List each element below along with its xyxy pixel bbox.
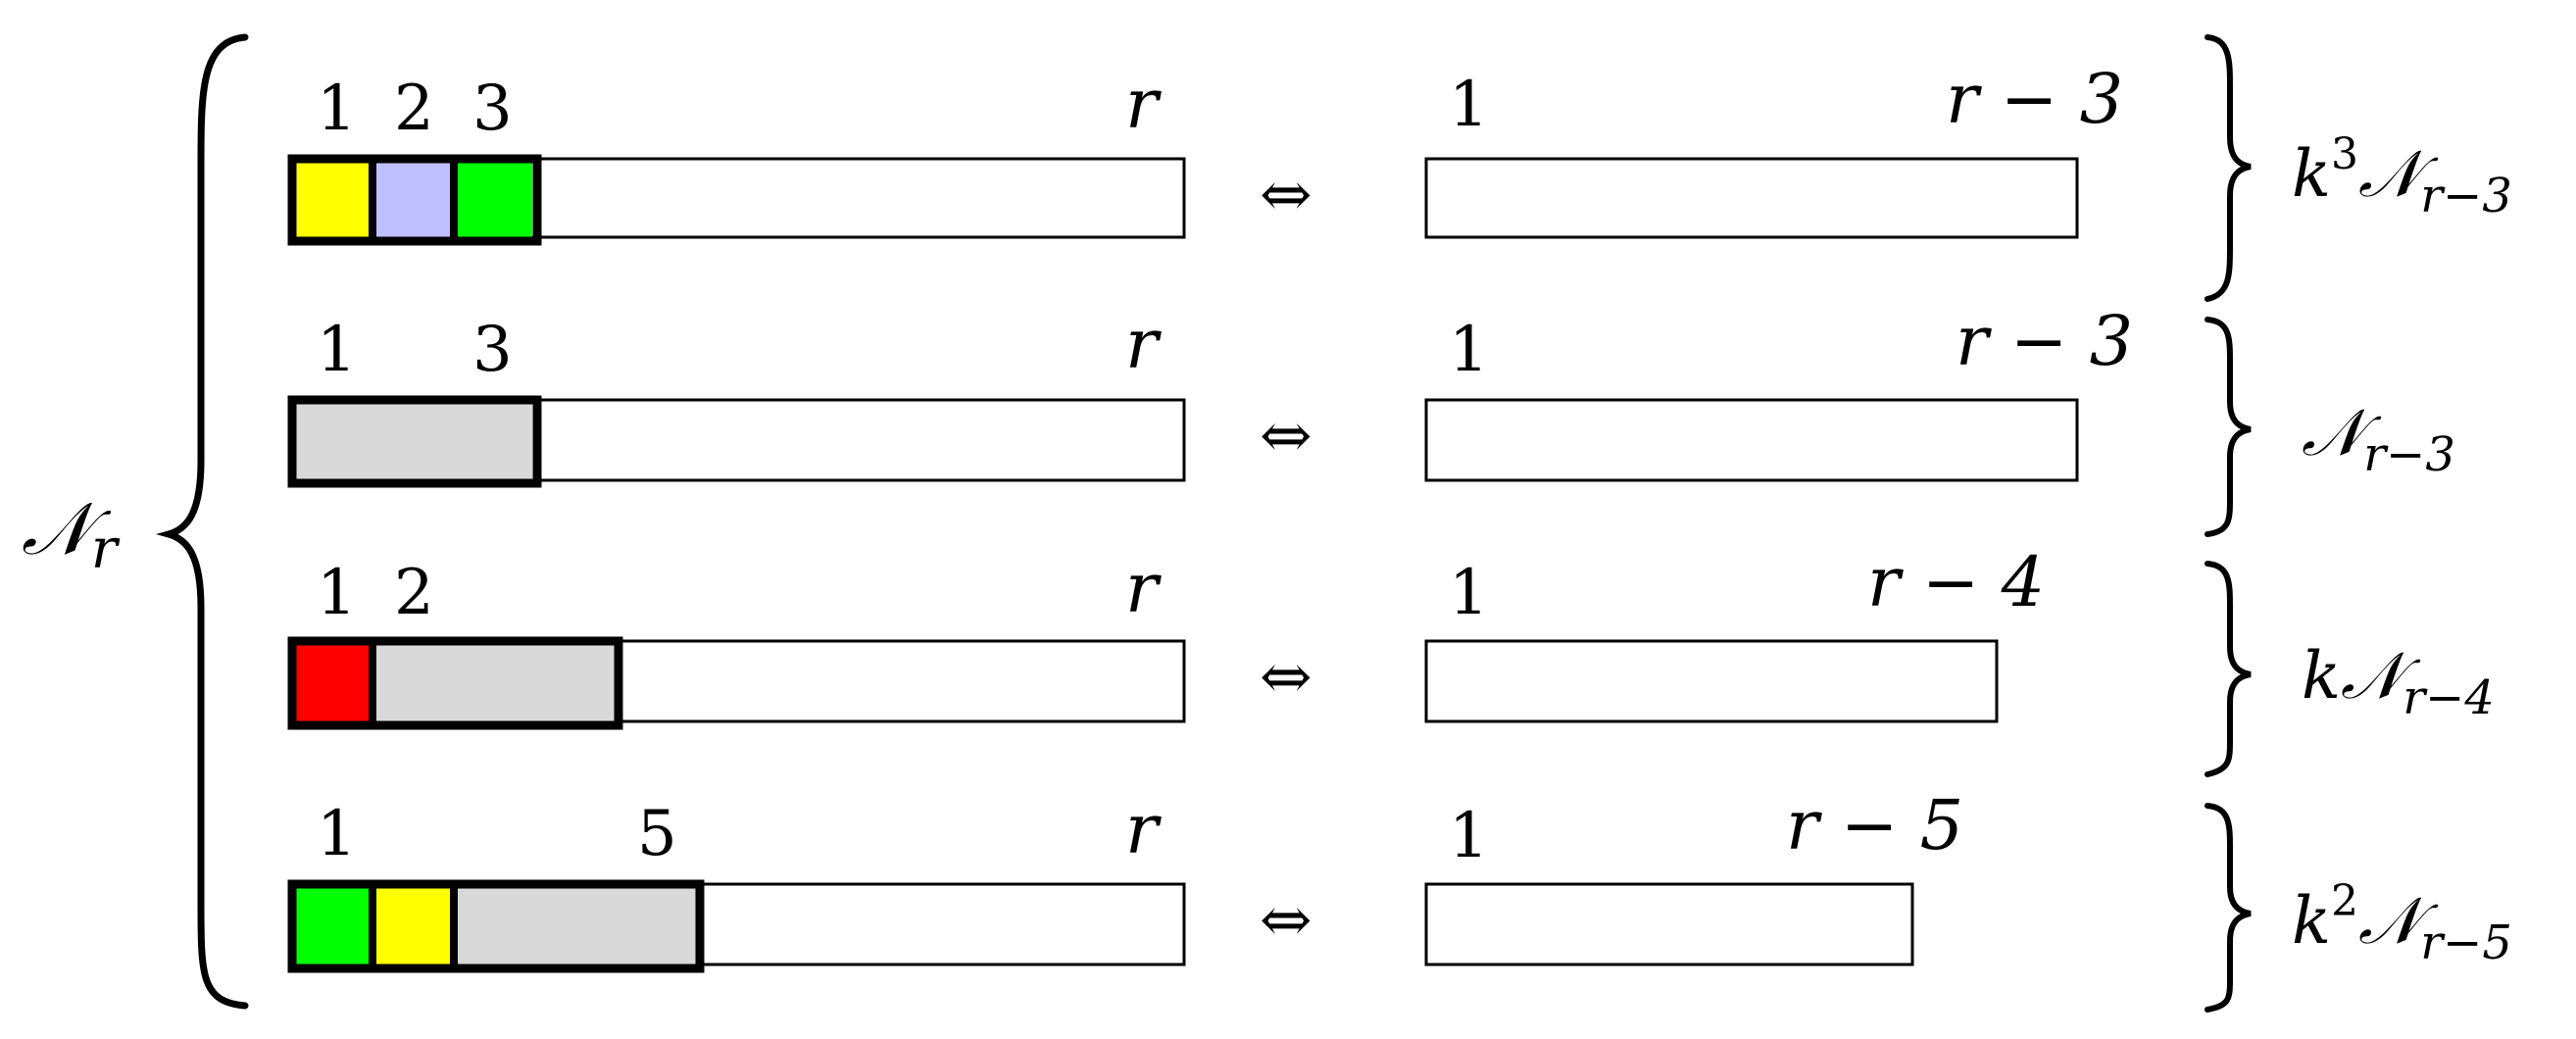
row-4-tile-block [287,879,705,973]
row-2-count: 𝒩r−3 [2302,395,2455,482]
row-3: 1 2 r ⇔ 1 r − 4 k𝒩r−4 [287,542,2495,777]
row-1-tile-block [287,154,542,246]
row-3-cell-2 [376,644,615,721]
row-1-count-sup: 3 [2331,129,2358,179]
row-4-right-label-end: r − 5 [1786,785,1963,866]
row-3-right-label-end: r − 4 [1867,542,2045,622]
row-1-right-strip [1424,157,2079,239]
row-4-left-label-5: 5 [637,798,677,870]
total-count-sub: r [91,518,121,581]
row-3-left-label-1: 1 [317,557,357,629]
row-4-count-sub: r−5 [2420,915,2512,970]
row-4-right-label-1: 1 [1449,800,1489,872]
row-1-right-brace [2204,34,2252,302]
total-count-label: 𝒩r [22,487,121,581]
row-2-left-label-r: r [1125,304,1162,384]
row-1-right-label-1: 1 [1449,69,1489,141]
row-4-left-label-r: r [1125,789,1162,869]
row-3-count-coeff: k [2302,638,2341,714]
row-2: 1 3 r ⇔ 1 r − 3 𝒩r−3 [287,301,2455,537]
row-2-right-label-1: 1 [1449,314,1489,386]
row-4-cell-3 [458,887,696,965]
row-1-left-label-3: 3 [472,73,513,145]
row-1-left-label-1: 1 [317,73,357,145]
row-3-right-label-1: 1 [1449,557,1489,629]
row-1-cell-2 [376,162,450,238]
row-1: 1 2 3 r ⇔ 1 r − 3 k3𝒩r−3 [287,34,2512,302]
row-3-left-label-2: 2 [394,557,434,629]
row-2-right-label-end: r − 3 [1956,301,2133,381]
row-3-right-strip [1424,639,1999,723]
row-4-count-coeff: k [2292,883,2331,959]
row-1-left-label-2: 2 [394,73,434,145]
row-2-right-strip [1424,398,2079,482]
row-3-count: k𝒩r−4 [2302,638,2495,725]
row-4-count: k2𝒩r−5 [2292,876,2512,970]
row-4-right-brace [2204,803,2252,1013]
row-1-count-coeff: k [2292,136,2331,212]
row-4-count-sup: 2 [2331,876,2358,926]
row-2-left-label-1: 1 [317,314,357,386]
row-4-right-strip [1424,882,1914,966]
row-2-tile-block [287,395,542,488]
row-1-right-label-end: r − 3 [1946,59,2123,139]
row-3-count-sub: r−4 [2403,670,2495,725]
row-4-left-label-1: 1 [317,798,357,870]
row-2-equiv-symbol: ⇔ [1260,400,1313,472]
row-4-cell-1 [295,887,369,965]
row-2-cell-1 [295,402,532,479]
row-2-right-brace [2204,317,2252,537]
left-large-brace [155,33,249,1010]
row-1-count-sub: r−3 [2420,169,2512,223]
row-3-left-label-r: r [1125,548,1162,628]
row-1-cell-3 [458,162,532,238]
row-4-cell-2 [376,887,450,965]
row-3-cell-1 [295,644,369,721]
row-3-equiv-symbol: ⇔ [1260,641,1313,714]
row-2-count-sub: r−3 [2363,427,2455,482]
row-1-count: k3𝒩r−3 [2292,129,2512,223]
row-4-equiv-symbol: ⇔ [1260,884,1313,957]
row-4: 1 5 r ⇔ 1 r − 5 k2𝒩r−5 [287,785,2512,1013]
row-1-left-label-r: r [1125,64,1162,144]
row-1-equiv-symbol: ⇔ [1260,159,1313,231]
row-3-tile-block [287,636,623,730]
row-1-cell-1 [295,162,369,238]
row-3-right-brace [2204,561,2252,777]
row-2-left-label-3: 3 [472,314,513,386]
